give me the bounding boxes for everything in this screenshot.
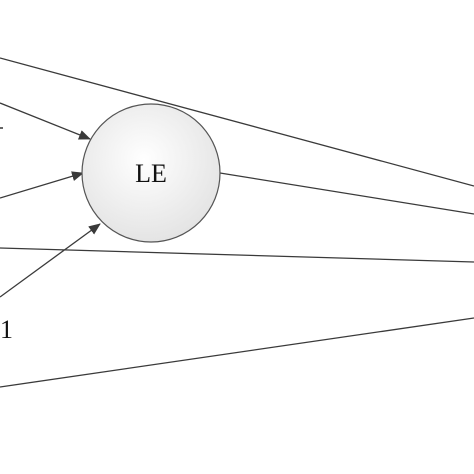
le-node <box>81 103 221 243</box>
arrow-edge-top <box>0 102 91 140</box>
edge-fragment-label: 1 <box>0 315 13 344</box>
edge-top-left-to-right <box>0 57 474 187</box>
edge-bottom-left-to-right <box>0 317 474 388</box>
le-node-label: LE <box>135 159 167 188</box>
arrow-edge-middle <box>0 171 84 199</box>
edge-middle-left-to-right <box>0 247 474 263</box>
edge-node-to-right <box>219 172 474 215</box>
arrow-edge-bottom <box>0 223 101 298</box>
